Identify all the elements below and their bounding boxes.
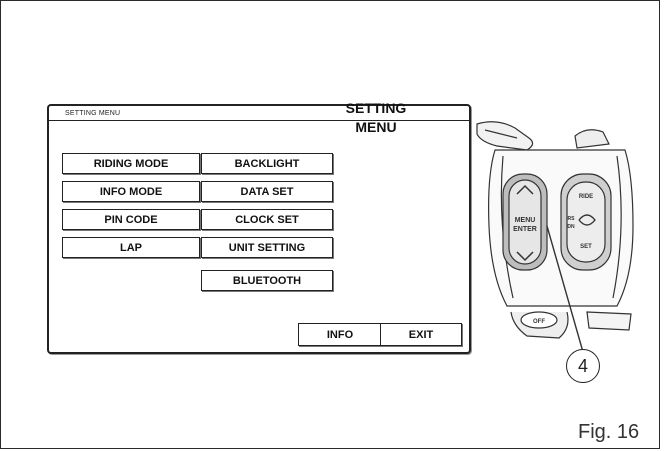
set-label: SET <box>580 244 592 250</box>
unit-setting-button[interactable]: UNIT SETTING <box>201 237 333 258</box>
clock-set-button[interactable]: CLOCK SET <box>201 209 333 230</box>
dashboard-screen: SETTING MENU RIDING MODE INFO MODE PIN C… <box>47 104 471 354</box>
figure-caption: Fig. 16 <box>578 421 640 443</box>
dn-label: DN <box>567 224 575 230</box>
title-divider <box>49 120 469 121</box>
heading-line-2: MENU <box>355 119 397 135</box>
pin-code-button[interactable]: PIN CODE <box>62 209 200 230</box>
bluetooth-button[interactable]: BLUETOOTH <box>201 270 333 291</box>
callout-number-4: 4 <box>566 349 600 383</box>
handlebar-switch-illustration: MENU ENTER RIDE SET RS DN OFF <box>476 121 634 353</box>
setting-menu-heading: SETTING MENU <box>334 99 418 137</box>
exit-button[interactable]: EXIT <box>380 323 462 346</box>
enter-label: ENTER <box>513 226 537 233</box>
info-button[interactable]: INFO <box>298 323 382 346</box>
heading-line-1: SETTING <box>345 100 407 116</box>
off-label: OFF <box>533 319 545 325</box>
info-mode-button[interactable]: INFO MODE <box>62 181 200 202</box>
menu-label: MENU <box>515 217 536 224</box>
screen-title: SETTING MENU <box>65 110 121 117</box>
lap-button[interactable]: LAP <box>62 237 200 258</box>
data-set-button[interactable]: DATA SET <box>201 181 333 202</box>
rs-label: RS <box>568 216 576 222</box>
riding-mode-button[interactable]: RIDING MODE <box>62 153 200 174</box>
ride-label: RIDE <box>579 194 593 200</box>
backlight-button[interactable]: BACKLIGHT <box>201 153 333 174</box>
